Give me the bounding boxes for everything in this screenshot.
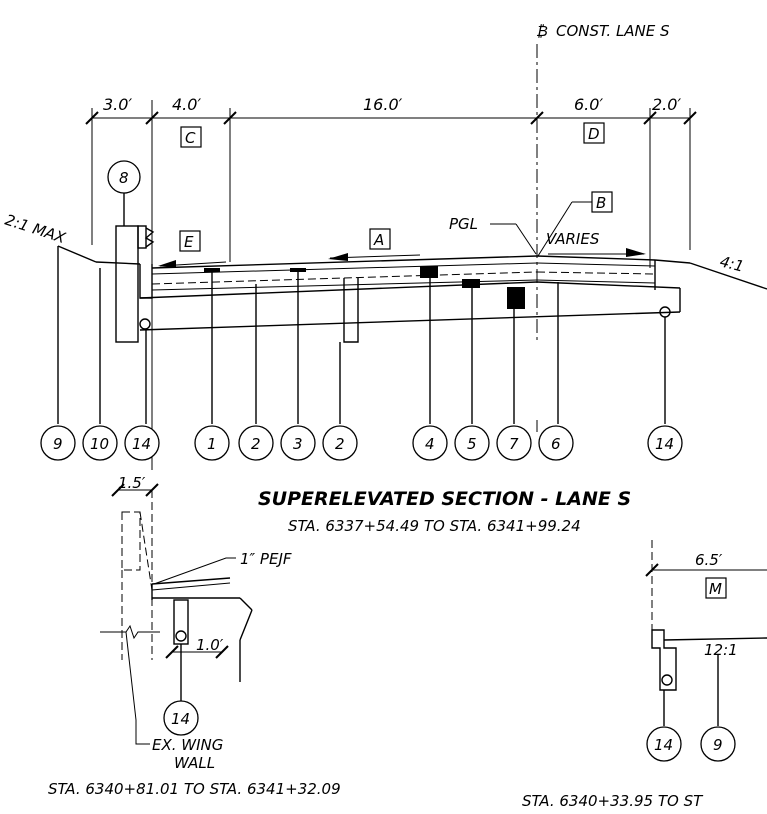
slope-12-1: 12:1 bbox=[704, 641, 738, 659]
baseline-symbol: ₿ bbox=[536, 22, 548, 40]
bubble-7-label: 7 bbox=[509, 435, 519, 453]
slope-line-left bbox=[57, 245, 97, 263]
bubble-1-label: 1 bbox=[207, 435, 217, 453]
bubble-14-detail-right-label: 14 bbox=[654, 736, 673, 754]
letter-box-e bbox=[179, 230, 201, 252]
detail-left-station: STA. 6340+81.01 TO STA. 6341+32.09 bbox=[48, 780, 341, 798]
detail-right bbox=[645, 540, 767, 726]
dimension-lines bbox=[85, 100, 697, 470]
bubble-1 bbox=[194, 425, 230, 461]
bubble-14-label: 14 bbox=[132, 435, 151, 453]
bubble-leaders bbox=[145, 272, 666, 424]
ground-line-left bbox=[95, 261, 141, 265]
leader-b-diag bbox=[537, 201, 573, 257]
pgl-leader-diag bbox=[515, 223, 537, 255]
bubble-10-label: 10 bbox=[90, 435, 109, 453]
bubble-14 bbox=[124, 425, 160, 461]
slope-4-1: 4:1 bbox=[718, 252, 746, 275]
bubble-6-label: 6 bbox=[551, 435, 561, 453]
baseline-text: CONST. LANE S bbox=[556, 22, 670, 40]
bubble-9-label: 9 bbox=[53, 435, 63, 453]
letter-d: D bbox=[588, 125, 600, 143]
dim-1-5: 1.5′ bbox=[118, 474, 146, 492]
wing-wall-text-1: EX. WING bbox=[152, 736, 223, 754]
barrier-rail bbox=[115, 225, 155, 343]
dim-3-0: 3.0′ bbox=[103, 95, 132, 114]
dim-2-0: 2.0′ bbox=[652, 95, 681, 114]
letter-a: A bbox=[373, 231, 384, 249]
letter-box-d bbox=[583, 122, 605, 144]
bubble-14b-label: 14 bbox=[655, 435, 674, 453]
bubble-14b bbox=[647, 425, 683, 461]
wing-wall-text-2: WALL bbox=[174, 754, 215, 772]
letter-box-m bbox=[705, 577, 727, 599]
varies-label: VARIES bbox=[546, 230, 600, 248]
bubble-8-label: 8 bbox=[119, 169, 129, 187]
letter-b: B bbox=[596, 194, 606, 212]
bubble-row: 9 10 14 1 2 3 2 4 5 7 6 14 bbox=[40, 425, 683, 461]
slope-arrows bbox=[158, 248, 646, 268]
bubble-3-label: 3 bbox=[293, 435, 303, 453]
bubble-14-detail-left bbox=[163, 700, 199, 736]
bubble-5 bbox=[454, 425, 490, 461]
pejf-note: 1″ PEJF bbox=[240, 550, 292, 568]
dim-16-0: 16.0′ bbox=[363, 95, 403, 114]
bubble-2b-label: 2 bbox=[335, 435, 345, 453]
letter-box-c bbox=[180, 126, 202, 148]
bubble-14-detail-right bbox=[646, 726, 682, 762]
detail-right-station: STA. 6340+33.95 TO ST bbox=[522, 792, 704, 810]
bubble-4-label: 4 bbox=[425, 435, 435, 453]
letter-e: E bbox=[184, 233, 194, 251]
baseline-label: ₿ CONST. LANE S bbox=[536, 22, 670, 40]
pgl-label: PGL bbox=[449, 215, 478, 233]
bubble-2b bbox=[322, 425, 358, 461]
pavement-section bbox=[139, 255, 767, 343]
bubble-7 bbox=[496, 425, 532, 461]
slope-2-1-max: 2:1 MAX bbox=[3, 211, 69, 248]
bubble-9-detail-right bbox=[700, 726, 736, 762]
section-station: STA. 6337+54.49 TO STA. 6341+99.24 bbox=[288, 517, 581, 535]
dim-6-5: 6.5′ bbox=[695, 551, 723, 569]
bubble-2 bbox=[238, 425, 274, 461]
dim-1-0: 1.0′ bbox=[196, 636, 224, 654]
bubble-4 bbox=[412, 425, 448, 461]
bubble-2-label: 2 bbox=[251, 435, 261, 453]
bubble-14-detail-left-label: 14 bbox=[171, 710, 190, 728]
bubble-6 bbox=[538, 425, 574, 461]
letter-box-a bbox=[369, 228, 391, 250]
dim-6-0: 6.0′ bbox=[574, 95, 603, 114]
bubble-9 bbox=[40, 425, 76, 461]
dim-4-0: 4.0′ bbox=[172, 95, 201, 114]
section-title: SUPERELEVATED SECTION - LANE S bbox=[258, 488, 631, 510]
detail-left bbox=[100, 483, 253, 745]
bubble-3 bbox=[280, 425, 316, 461]
bubble-10 bbox=[82, 425, 118, 461]
bubble-5-label: 5 bbox=[467, 435, 477, 453]
letter-c: C bbox=[185, 129, 196, 147]
bubble-9-detail-right-label: 9 bbox=[713, 736, 723, 754]
letter-m: M bbox=[709, 580, 722, 598]
